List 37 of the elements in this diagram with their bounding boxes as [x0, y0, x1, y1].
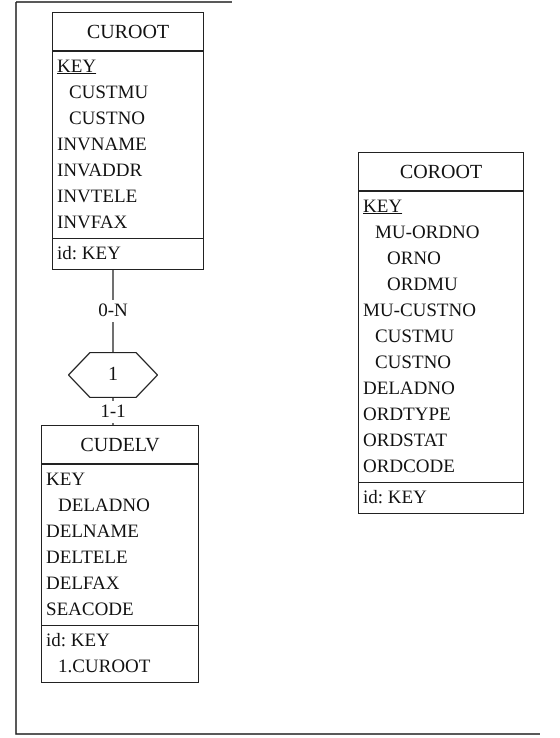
relationship-label: 1 [108, 363, 118, 386]
attribute-name: ORDMU [387, 273, 458, 297]
attribute-name: INVFAX [57, 211, 128, 235]
attribute-name: ORNO [387, 247, 441, 271]
attribute-name: CUSTMU [69, 81, 148, 105]
attribute-name: MU-ORDNO [375, 221, 480, 245]
attribute-name: DELNAME [46, 520, 139, 544]
entity-name: CUROOT [86, 21, 170, 44]
attribute-name: INVADDR [57, 159, 142, 183]
attribute-name: KEY [363, 195, 402, 219]
attribute-name: KEY [46, 468, 86, 492]
attribute-name: CUSTNO [69, 107, 146, 131]
identifier-text: id: KEY [46, 629, 110, 653]
attribute-name: INVTELE [57, 185, 138, 209]
attribute-name: ORDTYPE [363, 403, 451, 427]
attribute-name: KEY [57, 55, 96, 79]
identifier-text: id: KEY [57, 242, 121, 266]
attribute-name: SEACODE [46, 598, 134, 622]
attribute-name: DELADNO [58, 494, 150, 518]
entity-box [358, 152, 524, 514]
relationship-hexagon [68, 352, 158, 398]
attribute-name: CUSTNO [375, 351, 452, 375]
entity-name: CUDELV [80, 434, 160, 457]
attribute-name: MU-CUSTNO [363, 299, 476, 323]
attribute-name: ORDSTAT [363, 429, 447, 453]
cardinality-label: 0-N [96, 300, 130, 322]
attribute-name: ORDCODE [363, 455, 455, 479]
entity-box [52, 12, 204, 270]
identifier-text: 1.CUROOT [58, 655, 150, 679]
entity-name: COROOT [400, 161, 482, 184]
attribute-name: INVNAME [57, 133, 147, 157]
identifier-text: id: KEY [363, 486, 427, 510]
attribute-name: DELTELE [46, 546, 128, 570]
attribute-name: DELADNO [363, 377, 455, 401]
entity-box [41, 425, 199, 683]
attribute-name: CUSTMU [375, 325, 454, 349]
attribute-name: DELFAX [46, 572, 120, 596]
